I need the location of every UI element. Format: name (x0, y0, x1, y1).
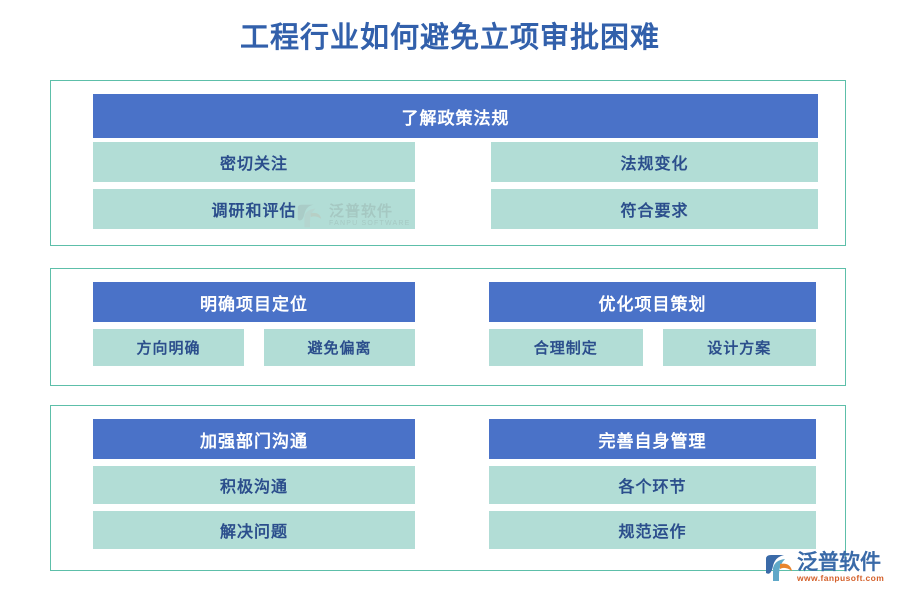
page-title: 工程行业如何避免立项审批困难 (239, 22, 660, 54)
section-1-item-1[interactable]: 法规变化 (491, 142, 818, 182)
fanpu-logo-icon (762, 551, 794, 583)
brand-logo: 泛普软件 www.fanpusoft.com (762, 543, 894, 591)
section-2-right-items: 合理制定 设计方案 (489, 329, 816, 366)
section-3-right-item-0[interactable]: 各个环节 (489, 466, 816, 504)
section-2-right-item-0[interactable]: 合理制定 (489, 329, 643, 366)
section-3-column-right: 完善自身管理 各个环节 规范运作 (489, 419, 816, 556)
section-3-right-items: 各个环节 规范运作 (489, 466, 816, 549)
section-2-left-item-1[interactable]: 避免偏离 (264, 329, 415, 366)
section-3-left-items: 积极沟通 解决问题 (93, 466, 415, 549)
section-1-item-0[interactable]: 密切关注 (93, 142, 415, 182)
section-1-item-grid: 密切关注 法规变化 调研和评估 符合要求 (93, 142, 818, 229)
section-1-item-2[interactable]: 调研和评估 (93, 189, 415, 229)
section-1-item-3[interactable]: 符合要求 (491, 189, 818, 229)
section-3-left-item-0[interactable]: 积极沟通 (93, 466, 415, 504)
brand-logo-text: 泛普软件 www.fanpusoft.com (797, 550, 885, 583)
section-2-inner: 明确项目定位 方向明确 避免偏离 优化项目策划 合理制定 设计方案 (93, 282, 818, 372)
section-2-right-item-1[interactable]: 设计方案 (662, 329, 816, 366)
section-3-inner: 加强部门沟通 积极沟通 解决问题 完善自身管理 各个环节 规范运作 (93, 419, 818, 557)
section-communication-management: 加强部门沟通 积极沟通 解决问题 完善自身管理 各个环节 规范运作 (50, 405, 846, 571)
section-2-column-right: 优化项目策划 合理制定 设计方案 (489, 282, 816, 366)
section-3-right-item-1[interactable]: 规范运作 (489, 511, 816, 549)
section-2-left-items: 方向明确 避免偏离 (93, 329, 415, 366)
section-3-right-header[interactable]: 完善自身管理 (489, 419, 816, 459)
section-1-inner: 了解政策法规 密切关注 法规变化 调研和评估 符合要求 (93, 94, 818, 232)
section-3-column-left: 加强部门沟通 积极沟通 解决问题 (93, 419, 415, 556)
section-2-left-item-0[interactable]: 方向明确 (93, 329, 244, 366)
section-project-positioning-planning: 明确项目定位 方向明确 避免偏离 优化项目策划 合理制定 设计方案 (50, 268, 846, 386)
section-2-left-header[interactable]: 明确项目定位 (93, 282, 415, 322)
brand-url: www.fanpusoft.com (797, 572, 885, 583)
section-2-right-header[interactable]: 优化项目策划 (489, 282, 816, 322)
section-3-left-item-1[interactable]: 解决问题 (93, 511, 415, 549)
brand-name-cn: 泛普软件 (797, 550, 881, 574)
section-3-left-header[interactable]: 加强部门沟通 (93, 419, 415, 459)
section-policy-regulations: 了解政策法规 密切关注 法规变化 调研和评估 符合要求 (50, 80, 846, 246)
section-1-header[interactable]: 了解政策法规 (93, 94, 818, 138)
section-2-column-left: 明确项目定位 方向明确 避免偏离 (93, 282, 415, 366)
